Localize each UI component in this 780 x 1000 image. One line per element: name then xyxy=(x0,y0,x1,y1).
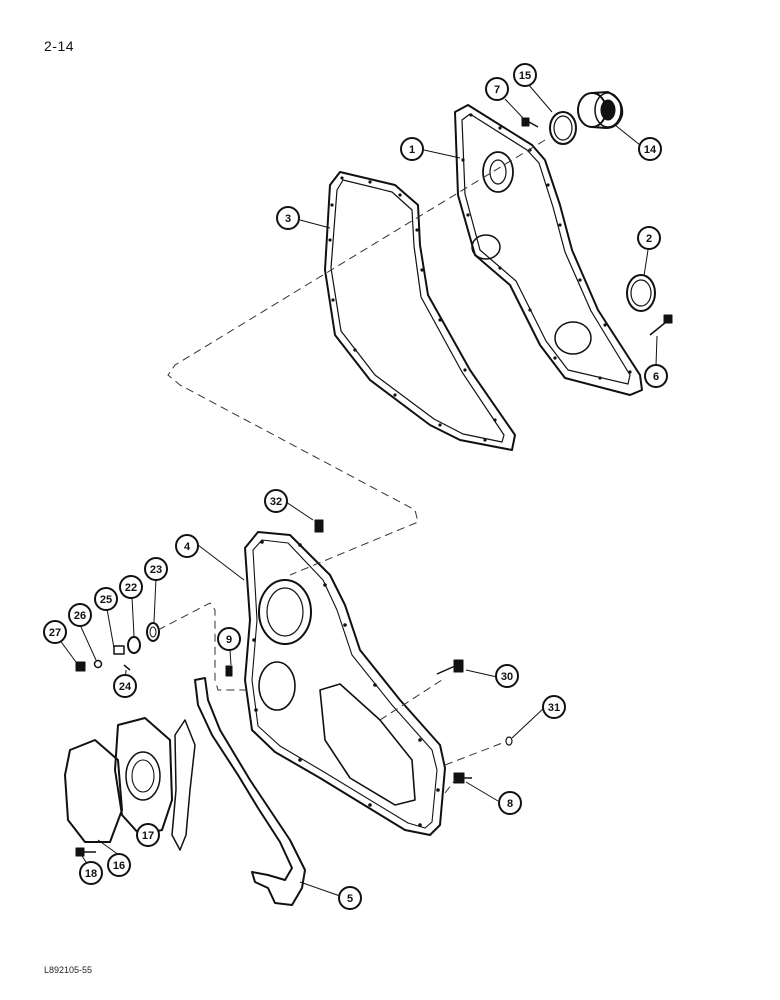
figure-code: L892105-55 xyxy=(44,965,93,975)
svg-text:22: 22 xyxy=(125,582,137,594)
svg-text:6: 6 xyxy=(653,371,659,383)
callout-22: 22 xyxy=(119,575,143,599)
cover-gasket-part xyxy=(324,171,516,451)
svg-text:27: 27 xyxy=(49,627,61,639)
callout-4: 4 xyxy=(175,534,199,558)
callout-5: 5 xyxy=(338,886,362,910)
svg-text:4: 4 xyxy=(184,541,191,553)
svg-text:8: 8 xyxy=(507,798,513,810)
svg-text:23: 23 xyxy=(150,564,162,576)
alignment-lines xyxy=(157,139,546,794)
svg-text:16: 16 xyxy=(113,860,125,872)
svg-text:14: 14 xyxy=(644,144,657,156)
svg-text:25: 25 xyxy=(100,594,112,606)
cover-plate-part xyxy=(64,739,123,843)
callout-1: 1 xyxy=(400,137,424,161)
gear-housing-part xyxy=(244,531,446,836)
rear-seal-part xyxy=(626,274,656,312)
svg-text:32: 32 xyxy=(270,496,282,508)
svg-text:5: 5 xyxy=(347,893,353,905)
small-fittings-group xyxy=(75,622,233,677)
svg-text:2: 2 xyxy=(646,233,652,245)
callout-30: 30 xyxy=(495,664,519,688)
svg-text:31: 31 xyxy=(548,702,560,714)
oil-seal-part xyxy=(577,91,624,129)
callout-24: 24 xyxy=(113,674,137,698)
svg-text:3: 3 xyxy=(285,213,291,225)
svg-text:17: 17 xyxy=(142,830,154,842)
callout-16: 16 xyxy=(107,853,131,877)
callout-26: 26 xyxy=(68,603,92,627)
housing-gasket-part xyxy=(171,677,306,906)
page-number: 2-14 xyxy=(44,38,75,54)
callout-17: 17 xyxy=(136,823,160,847)
callout-32: 32 xyxy=(264,489,288,513)
callout-23: 23 xyxy=(144,557,168,581)
callout-2: 2 xyxy=(637,226,661,250)
bolt-part xyxy=(521,117,539,128)
plate-capscrew-part xyxy=(75,847,96,857)
leader-lines xyxy=(55,83,658,897)
plate-gasket-part xyxy=(114,717,173,836)
callout-7: 7 xyxy=(485,77,509,101)
svg-text:9: 9 xyxy=(226,634,232,646)
svg-text:26: 26 xyxy=(74,610,86,622)
callout-25: 25 xyxy=(94,587,118,611)
callout-markers: 1 2 3 4 5 6 7 8 9 14 15 16 17 18 22 23 2… xyxy=(43,63,668,910)
svg-text:30: 30 xyxy=(501,671,513,683)
svg-text:24: 24 xyxy=(119,681,132,693)
callout-3: 3 xyxy=(276,206,300,230)
callout-18: 18 xyxy=(79,861,103,885)
svg-text:1: 1 xyxy=(409,144,415,156)
callout-6: 6 xyxy=(644,364,668,388)
svg-text:7: 7 xyxy=(494,84,500,96)
callout-14: 14 xyxy=(638,137,662,161)
callout-8: 8 xyxy=(498,791,522,815)
callout-15: 15 xyxy=(513,63,537,87)
callout-27: 27 xyxy=(43,620,67,644)
svg-text:18: 18 xyxy=(85,868,97,880)
housing-fasteners-group xyxy=(314,519,513,784)
callout-9: 9 xyxy=(217,627,241,651)
callout-31: 31 xyxy=(542,695,566,719)
seal-ring-part xyxy=(549,111,577,145)
capscrew-part xyxy=(649,314,673,336)
svg-text:15: 15 xyxy=(519,70,531,82)
front-cover-part xyxy=(454,104,643,396)
